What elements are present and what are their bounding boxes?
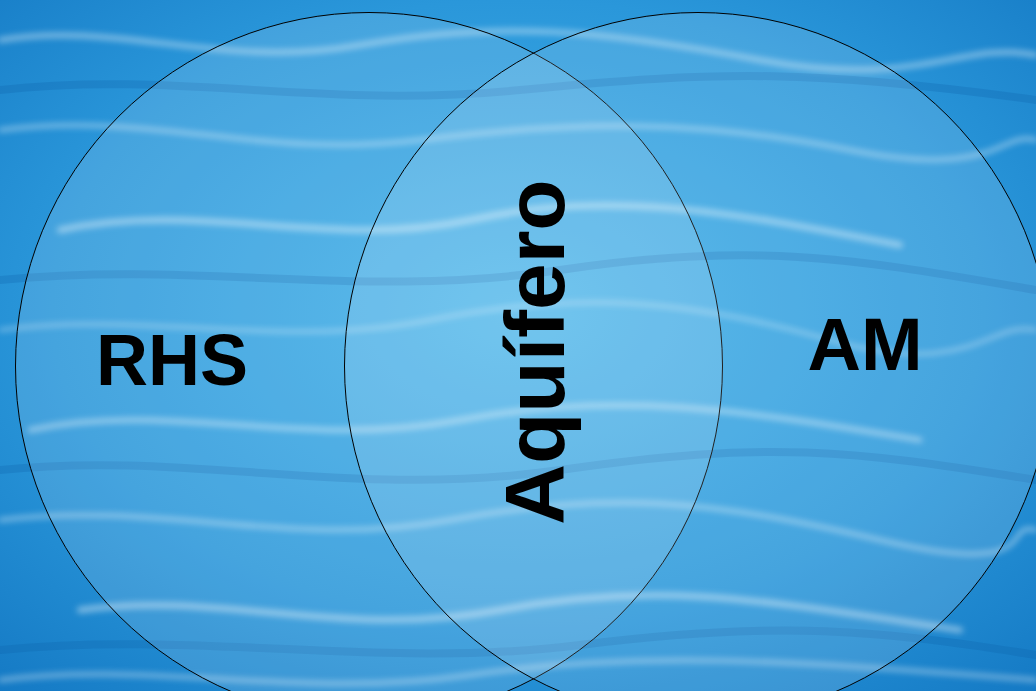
circle-shape [345,13,1036,691]
set-label: AM [807,308,922,382]
set-label: RHS [96,324,248,396]
venn-circle: AM [344,12,1036,691]
circle-outline [344,12,1036,691]
intersection-label: Aquífero [493,179,577,524]
